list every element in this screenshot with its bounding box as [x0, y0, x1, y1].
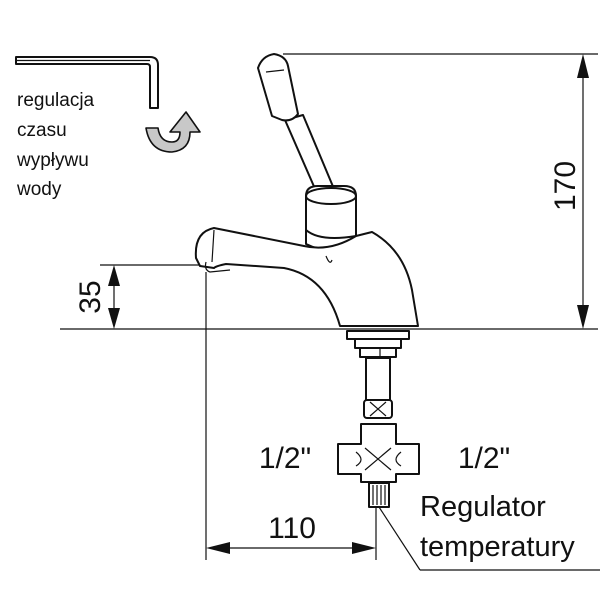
- height-dimension: 170: [549, 54, 589, 329]
- rotation-arrow-icon: [145, 111, 201, 153]
- faucet-body: [194, 227, 419, 327]
- right-thread-label: 1/2": [458, 442, 510, 475]
- mixing-cross: [337, 423, 420, 483]
- note-line-4: wody: [16, 179, 62, 200]
- threaded-shank: [363, 357, 393, 419]
- hex-key-icon: [15, 56, 159, 109]
- regulator-leader: [378, 506, 600, 571]
- height-dimension-label: 170: [549, 161, 582, 211]
- regulator-label-line-2: temperatury: [420, 531, 575, 563]
- mounting-nut: [346, 330, 410, 358]
- regulator-label-line-1: Regulator: [420, 491, 546, 523]
- faucet: [194, 53, 420, 508]
- spout-height-dimension-label: 35: [74, 280, 107, 313]
- temperature-regulator-knob: [368, 482, 390, 508]
- left-thread-label: 1/2": [259, 442, 311, 475]
- note-line-1: regulacja: [17, 90, 95, 111]
- time-regulation-note: regulacja czasu wypływu wody: [16, 90, 95, 200]
- spout-reach-dimension: 110: [206, 512, 376, 554]
- note-line-3: wypływu: [16, 150, 89, 171]
- spout-reach-dimension-label: 110: [268, 512, 316, 545]
- spout-height-dimension: 35: [74, 265, 120, 329]
- note-line-2: czasu: [17, 120, 67, 141]
- extension-lines: [60, 53, 598, 560]
